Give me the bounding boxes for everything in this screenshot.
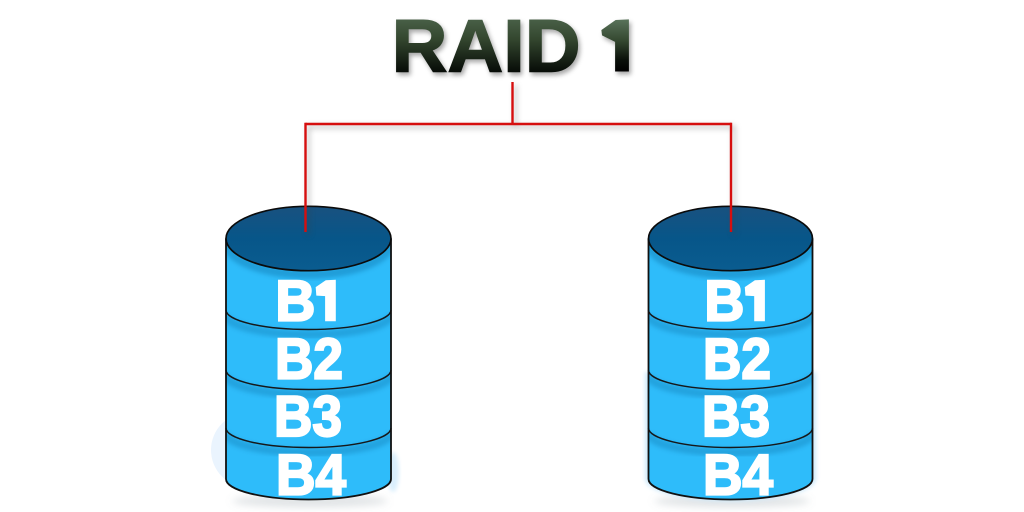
svg-text:B4: B4 [276, 444, 346, 508]
svg-text:B: B [704, 270, 744, 334]
svg-text:B4: B4 [703, 444, 773, 508]
svg-text:B2: B2 [275, 328, 343, 392]
svg-text:RAID: RAID [392, 5, 581, 88]
svg-text:B2: B2 [703, 328, 771, 392]
svg-text:B3: B3 [702, 385, 770, 449]
svg-text:B3: B3 [274, 385, 342, 449]
svg-text:B: B [275, 270, 315, 334]
